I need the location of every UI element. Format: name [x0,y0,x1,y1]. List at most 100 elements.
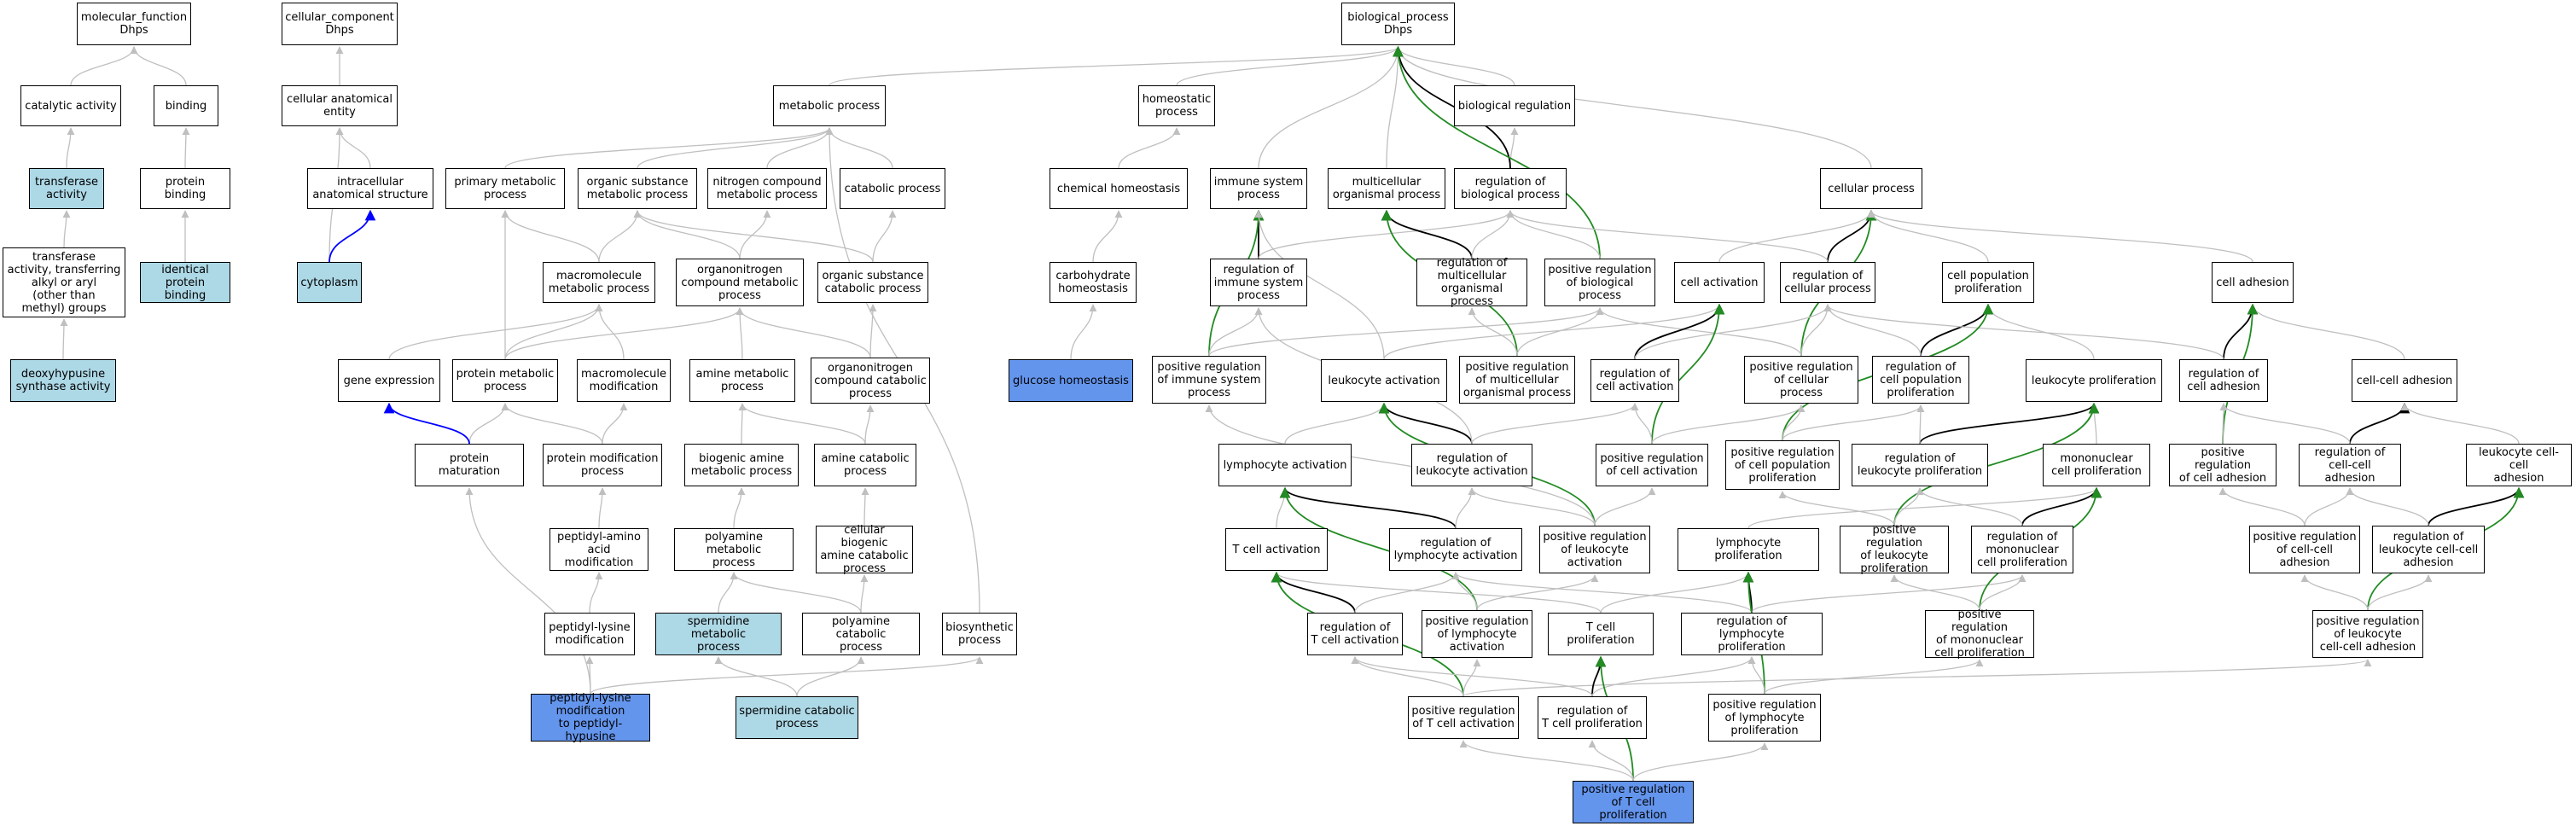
node-positive-regulation-of-cell-adhesion[interactable]: positive regulation of cell adhesion [2169,444,2277,486]
node-nitrogen-compound-metabolic-process[interactable]: nitrogen compound metabolic process [707,168,827,209]
node-catalytic-activity[interactable]: catalytic activity [20,85,121,126]
edge-pos_reg_leuk_act-to-pos_reg_cell_act [1594,487,1656,526]
node-cell-adhesion[interactable]: cell adhesion [2212,262,2294,303]
node-spermidine-catabolic-process[interactable]: spermidine catabolic process [736,696,858,739]
node-cell-cell-adhesion[interactable]: cell-cell adhesion [2352,359,2457,402]
node-positive-regulation-of-cell-cell-adhesion[interactable]: positive regulation of cell-cell adhesio… [2249,526,2360,573]
node-biosynthetic-process[interactable]: biosynthetic process [942,613,1017,655]
node-carbohydrate-homeostasis[interactable]: carbohydrate homeostasis [1050,262,1137,303]
node-protein-binding[interactable]: protein binding [140,168,230,209]
node-leukocyte-proliferation[interactable]: leukocyte proliferation [2026,359,2162,402]
node-positive-regulation-of-leukocyte-proliferation[interactable]: positive regulation of leukocyte prolife… [1840,524,1949,575]
node-positive-regulation-of-multicellular-organismal-process[interactable]: positive regulation of multicellular org… [1459,356,1575,404]
node-cellular-component[interactable]: cellular_component Dhps [282,3,398,45]
node-positive-regulation-of-leukocyte-activation[interactable]: positive regulation of leukocyte activat… [1539,526,1650,573]
node-positive-regulation-of-lymphocyte-activation[interactable]: positive regulation of lymphocyte activa… [1422,610,1532,658]
node-molecular-function[interactable]: molecular_function Dhps [77,3,191,45]
edge-reg_leuk_cc_adh-to-leuk_cc_adh [2428,486,2525,526]
node-organonitrogen-compound-catabolic-process[interactable]: organonitrogen compound catabolic proces… [811,358,930,404]
node-positive-regulation-of-lymphocyte-proliferation[interactable]: positive regulation of lymphocyte prolif… [1708,694,1821,742]
node-leukocyte-cell-cell-adhesion[interactable]: leukocyte cell-cell adhesion [2466,444,2572,486]
node-intracellular-anatomical-structure[interactable]: intracellular anatomical structure [307,168,433,209]
node-regulation-of-leukocyte-proliferation[interactable]: regulation of leukocyte proliferation [1852,444,1988,486]
node-organic-substance-catabolic-process[interactable]: organic substance catabolic process [817,262,928,303]
edge-pos_reg_leuk_prolif-to-leuk_prolif [1893,402,2100,526]
node-catabolic-process[interactable]: catabolic process [840,168,945,209]
node-cytoplasm[interactable]: cytoplasm [297,262,362,303]
node-regulation-of-mononuclear-cell-proliferation[interactable]: regulation of mononuclear cell prolifera… [1971,526,2073,573]
node-binding[interactable]: binding [154,85,218,126]
edge-organonitro_catab-to-org_sub_catab [869,304,877,358]
node-regulation-of-t-cell-proliferation[interactable]: regulation of T cell proliferation [1538,696,1647,739]
node-primary-metabolic-process[interactable]: primary metabolic process [445,168,565,209]
node-cellular-biogenic-amine-catabolic-process[interactable]: cellular biogenic amine catabolic proces… [816,524,913,575]
node-regulation-of-cellular-process[interactable]: regulation of cellular process [1780,262,1875,303]
node-regulation-of-cell-population-proliferation[interactable]: regulation of cell population proliferat… [1872,356,1969,404]
node-regulation-of-t-cell-activation[interactable]: regulation of T cell activation [1307,613,1403,655]
node-glucose-homeostasis[interactable]: glucose homeostasis [1009,359,1133,402]
node-organonitrogen-compound-metabolic-process[interactable]: organonitrogen compound metabolic proces… [676,259,804,306]
node-identical-protein-binding[interactable]: identical protein binding [140,262,230,303]
edge-reg_immune-to-reg_bio [1258,210,1515,259]
node-regulation-of-biological-process[interactable]: regulation of biological process [1454,168,1567,209]
edge-reg_cell_adh-to-reg_cellular [1823,304,2224,360]
node-protein-modification-process[interactable]: protein modification process [543,444,662,486]
node-regulation-of-leukocyte-cell-cell-adhesion[interactable]: regulation of leukocyte cell-cell adhesi… [2372,526,2485,573]
node-biogenic-amine-metabolic-process[interactable]: biogenic amine metabolic process [684,444,799,486]
node-homeostatic-process[interactable]: homeostatic process [1138,85,1215,126]
node-t-cell-activation[interactable]: T cell activation [1225,528,1328,571]
node-protein-maturation[interactable]: protein maturation [415,444,524,486]
node-peptidyl-amino-acid-modification[interactable]: peptidyl-amino acid modification [550,528,648,571]
node-mononuclear-cell-proliferation[interactable]: mononuclear cell proliferation [2043,444,2150,486]
node-macromolecule-modification[interactable]: macromolecule modification [577,359,671,402]
node-biological-regulation[interactable]: biological regulation [1454,85,1575,126]
node-deoxyhypusine-synthase-activity[interactable]: deoxyhypusine synthase activity [10,359,116,402]
node-positive-regulation-of-cell-activation[interactable]: positive regulation of cell activation [1596,444,1708,486]
node-macromolecule-metabolic-process[interactable]: macromolecule metabolic process [543,262,655,303]
node-positive-regulation-of-t-cell-proliferation[interactable]: positive regulation of T cell proliferat… [1573,781,1694,823]
node-cellular-process[interactable]: cellular process [1820,168,1922,209]
node-positive-regulation-of-cellular-process[interactable]: positive regulation of cellular process [1744,356,1858,404]
node-positive-regulation-of-t-cell-activation[interactable]: positive regulation of T cell activation [1408,696,1519,739]
node-cellular-anatomical-entity[interactable]: cellular anatomical entity [282,85,398,126]
node-regulation-of-leukocyte-activation[interactable]: regulation of leukocyte activation [1411,444,1532,486]
node-positive-regulation-of-cell-population-proliferation[interactable]: positive regulation of cell population p… [1725,440,1840,490]
node-polyamine-catabolic-process[interactable]: polyamine catabolic process [802,613,920,655]
node-lymphocyte-proliferation[interactable]: lymphocyte proliferation [1678,528,1819,571]
node-spermidine-metabolic-process[interactable]: spermidine metabolic process [655,613,782,655]
node-leukocyte-activation[interactable]: leukocyte activation [1321,359,1447,402]
node-peptidyl-lysine-modification[interactable]: peptidyl-lysine modification [544,613,635,655]
node-gene-expression[interactable]: gene expression [338,359,440,402]
node-positive-regulation-of-mononuclear-cell-proliferation[interactable]: positive regulation of mononuclear cell … [1925,608,2034,660]
node-peptidyl-lysine-modification-to-peptidyl-hypusine[interactable]: peptidyl-lysine modification to peptidyl… [531,692,650,743]
node-regulation-of-multicellular-organismal-process[interactable]: regulation of multicellular organismal p… [1416,257,1527,308]
node-amine-metabolic-process[interactable]: amine metabolic process [689,359,795,402]
node-regulation-of-cell-adhesion[interactable]: regulation of cell adhesion [2179,359,2268,402]
node-biological-process[interactable]: biological_process Dhps [1341,3,1455,45]
edge-org_sub_catab-to-org_sub_metab [633,210,874,263]
node-amine-catabolic-process[interactable]: amine catabolic process [814,444,916,486]
node-t-cell-proliferation[interactable]: T cell proliferation [1548,613,1654,655]
node-organic-substance-metabolic-process[interactable]: organic substance metabolic process [578,168,697,209]
node-polyamine-metabolic-process[interactable]: polyamine metabolic process [674,528,794,571]
node-lymphocyte-activation[interactable]: lymphocyte activation [1218,444,1352,486]
node-regulation-of-immune-system-process[interactable]: regulation of immune system process [1210,259,1307,306]
node-immune-system-process[interactable]: immune system process [1210,168,1307,209]
node-cell-activation[interactable]: cell activation [1674,262,1765,303]
node-cell-population-proliferation[interactable]: cell population proliferation [1942,262,2034,303]
edge-pos_reg_lymph_prolif-to-reg_lymph_prolif [1747,656,1765,695]
node-regulation-of-cell-cell-adhesion[interactable]: regulation of cell-cell adhesion [2299,444,2401,486]
node-regulation-of-lymphocyte-activation[interactable]: regulation of lymphocyte activation [1389,528,1522,571]
edge-binding-to-mf [130,46,187,86]
node-chemical-homeostasis[interactable]: chemical homeostasis [1050,168,1188,209]
node-regulation-of-lymphocyte-proliferation[interactable]: regulation of lymphocyte proliferation [1681,613,1823,655]
node-positive-regulation-of-biological-process[interactable]: positive regulation of biological proces… [1544,259,1655,306]
node-protein-metabolic-process[interactable]: protein metabolic process [452,359,558,402]
node-transferase-activity-alkyl-aryl[interactable]: transferase activity, transferring alkyl… [3,247,125,317]
node-positive-regulation-of-immune-system-process[interactable]: positive regulation of immune system pro… [1152,356,1266,404]
node-metabolic-process[interactable]: metabolic process [773,85,886,126]
node-positive-regulation-of-leukocyte-cell-cell-adhesion[interactable]: positive regulation of leukocyte cell-ce… [2312,610,2423,658]
node-multicellular-organismal-process[interactable]: multicellular organismal process [1328,168,1445,209]
node-regulation-of-cell-activation[interactable]: regulation of cell activation [1590,359,1679,402]
node-transferase-activity[interactable]: transferase activity [29,168,104,209]
